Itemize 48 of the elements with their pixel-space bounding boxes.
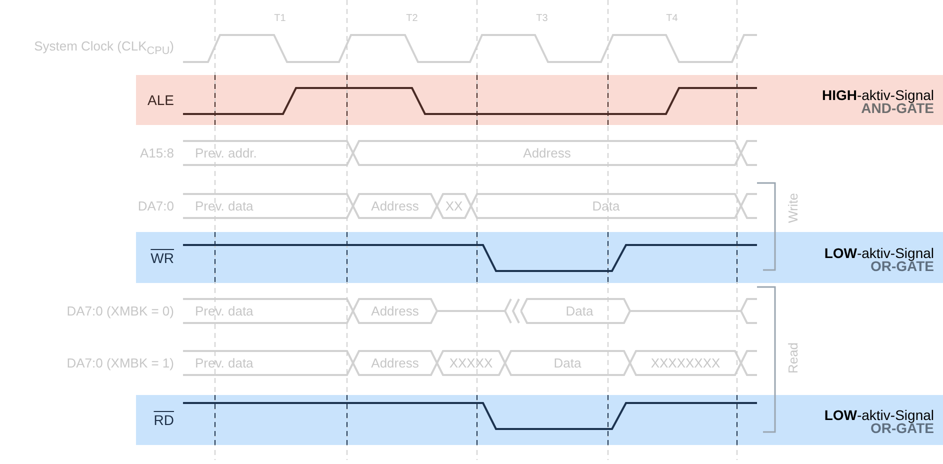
clock-cycle-label: T2 [406, 14, 418, 24]
signal-name: ALE [148, 93, 174, 107]
signal-band [136, 395, 943, 445]
segment-label: Data [566, 304, 594, 318]
bus-segment [183, 193, 353, 219]
bus-segment [353, 193, 437, 219]
signal-type-label: LOW-aktiv-Signal [824, 408, 934, 422]
segment-label: XXXXXXXX [650, 356, 720, 370]
signal-name: System Clock (CLK$_{CPU}$) [34, 39, 174, 57]
bus-segment [437, 298, 757, 324]
segment-label: XX [445, 200, 463, 212]
clock-cycle-label: T3 [536, 14, 548, 24]
bus-segment [183, 140, 353, 166]
bus-segment [437, 350, 505, 376]
segment-label: Address [523, 146, 571, 160]
segment-label: Address [371, 304, 419, 318]
segment-label: Prev. data [195, 356, 254, 370]
bracket-label: Write [786, 192, 800, 224]
signal-band [136, 75, 943, 125]
bus-segment [505, 350, 630, 376]
segment-label: XXXXX [449, 356, 493, 370]
segment-label: Prev. data [195, 200, 254, 212]
signal-band [136, 232, 943, 283]
signal-name: DA7:0 (XMBK = 0) [66, 304, 174, 318]
bus-segment [183, 350, 353, 376]
bus-segment [353, 298, 437, 324]
signal-name: DA7:0 (XMBK = 1) [66, 356, 174, 370]
segment-label: Address [371, 200, 419, 212]
segment-label: Address [371, 356, 419, 370]
bus-segment [183, 298, 353, 324]
segment-label: Prev. addr. [195, 146, 257, 160]
bus-segment [437, 193, 471, 219]
segment-label: Data [592, 200, 620, 212]
bus-segment [471, 193, 741, 219]
clock-cycle-label: T1 [274, 14, 286, 24]
bus-segment [630, 350, 741, 376]
signal-name: DA7:0 [138, 200, 174, 212]
signal-name: A15:8 [140, 146, 174, 160]
signal-name: RD [154, 413, 174, 427]
signal-type-label: HIGH-aktiv-Signal [822, 88, 934, 102]
bus-segment [353, 350, 437, 376]
segment-label: Prev. data [195, 304, 254, 318]
clock-cycle-label: T4 [666, 14, 678, 24]
bracket-label: Read [786, 342, 800, 374]
signal-name: WR [150, 250, 174, 264]
bus-segment [353, 140, 741, 166]
signal-type-label: LOW-aktiv-Signal [824, 246, 934, 260]
segment-label: Data [554, 356, 582, 370]
